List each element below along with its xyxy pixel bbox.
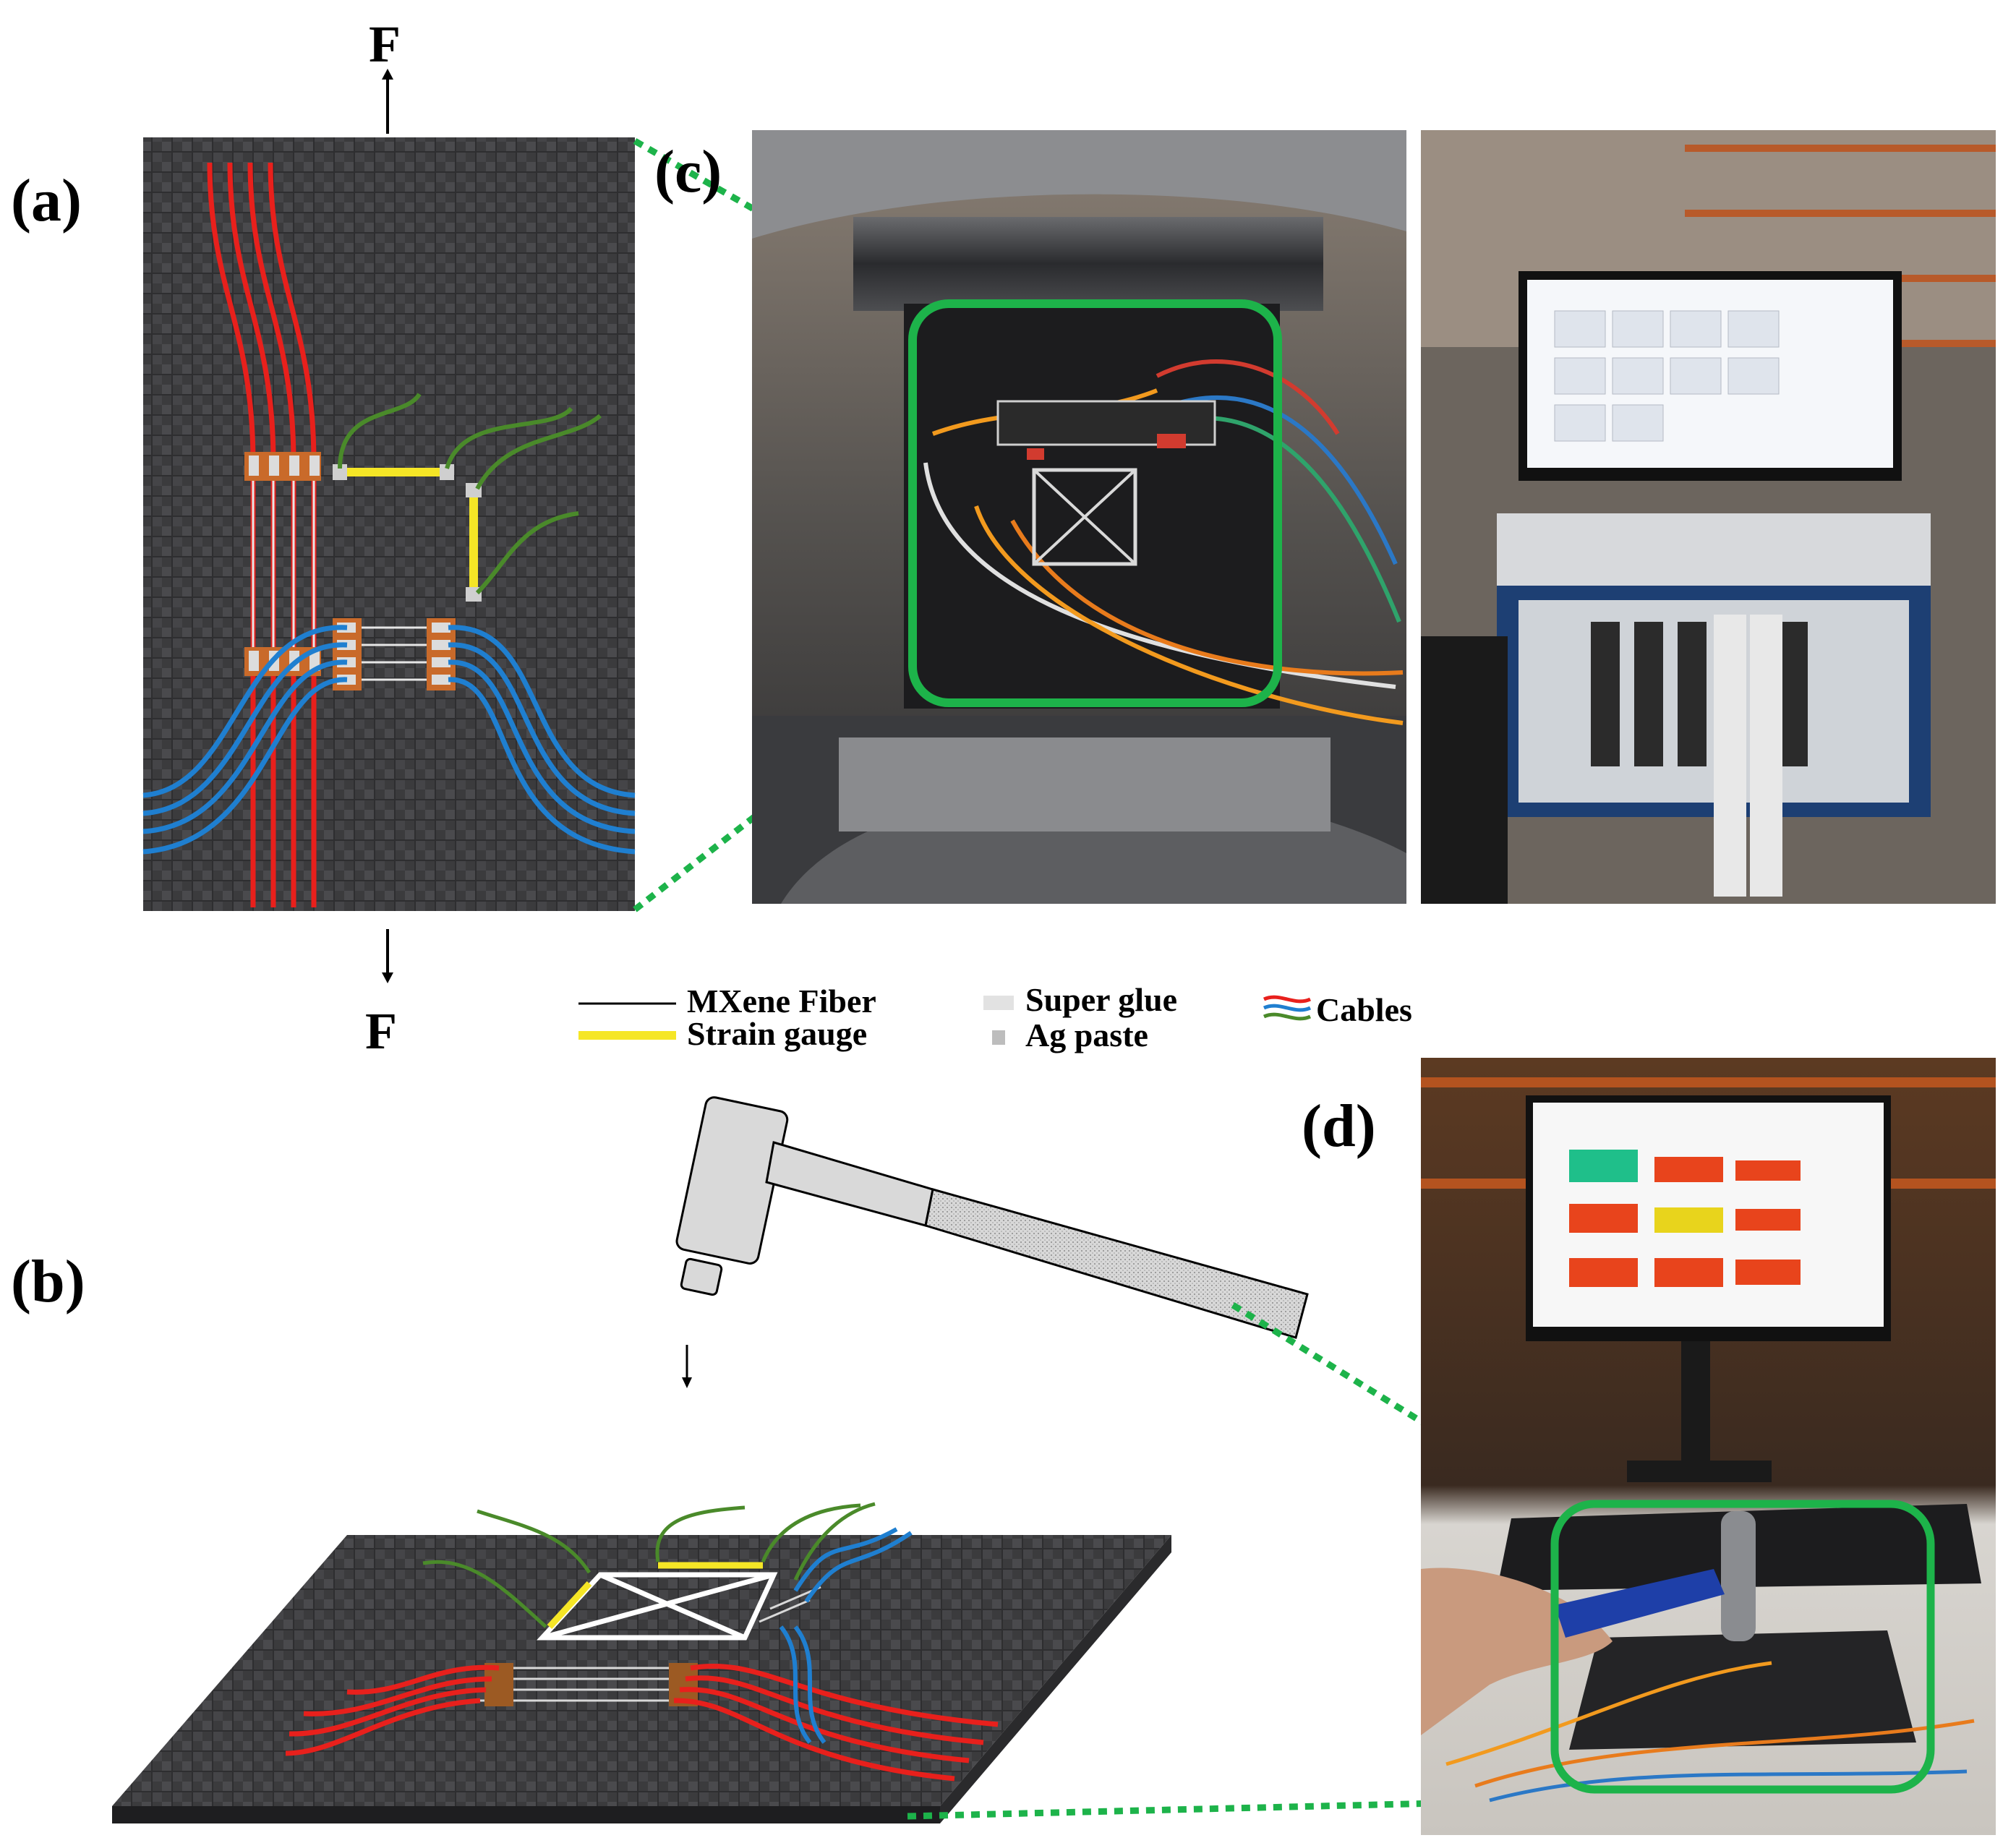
panel-a: (a) F bbox=[11, 15, 636, 1060]
electrodes-horizontal bbox=[333, 618, 456, 690]
legend: MXene Fiber Strain gauge Super glue Ag p… bbox=[578, 981, 1412, 1053]
carbon-plate-side bbox=[940, 1535, 1171, 1823]
panel-a-label: (a) bbox=[11, 167, 82, 234]
legend-strain-gauge-label: Strain gauge bbox=[687, 1015, 867, 1052]
mxene-fibers-vertical bbox=[252, 463, 315, 662]
carbon-plate-edge bbox=[112, 1806, 940, 1823]
legend-cables-label: Cables bbox=[1316, 991, 1412, 1028]
legend-super-glue-swatch bbox=[983, 996, 1014, 1010]
legend-ag-paste-swatch bbox=[992, 1030, 1005, 1045]
legend-ag-paste-label: Ag paste bbox=[1025, 1017, 1148, 1053]
tensile-test-photo bbox=[752, 130, 1406, 904]
mxene-fibers-horizontal bbox=[347, 626, 441, 681]
plate-blue-cables bbox=[779, 1527, 913, 1744]
signal-plots bbox=[1569, 1150, 1801, 1287]
blue-cables bbox=[142, 625, 636, 855]
force-label-bottom: F bbox=[365, 1002, 397, 1060]
panel-b-label: (b) bbox=[11, 1248, 85, 1315]
zoom-connector-b-d bbox=[907, 1302, 1557, 1820]
green-leads bbox=[338, 393, 602, 595]
highlight-box-c bbox=[908, 299, 1282, 707]
hammer-direction-arrowhead bbox=[682, 1377, 692, 1388]
highlight-box-d bbox=[1550, 1500, 1935, 1794]
panel-c: (c) bbox=[654, 130, 1996, 904]
panel-d-label: (d) bbox=[1302, 1092, 1376, 1160]
red-cables bbox=[207, 162, 317, 907]
impact-hammer bbox=[675, 1096, 1309, 1339]
legend-cables-swatch bbox=[1263, 995, 1312, 1021]
legend-mxene-label: MXene Fiber bbox=[687, 983, 876, 1019]
force-arrowhead-bottom bbox=[382, 972, 393, 983]
carbon-plate-top bbox=[112, 1535, 1171, 1806]
daq-setup-photo bbox=[1421, 130, 1996, 904]
plate-green-leads bbox=[422, 1502, 876, 1628]
panel-c-label: (c) bbox=[654, 138, 722, 205]
legend-super-glue-label: Super glue bbox=[1025, 981, 1177, 1018]
carbon-fiber-specimen bbox=[143, 137, 635, 911]
plate-strain-gauges bbox=[547, 1562, 763, 1630]
force-arrowhead-top bbox=[382, 69, 393, 80]
force-label-top: F bbox=[369, 15, 401, 73]
panel-b: (b) bbox=[11, 1096, 1309, 1823]
strain-gauges bbox=[333, 464, 482, 602]
panel-d: (d) bbox=[1302, 1058, 1996, 1835]
hammer-test-photo bbox=[1421, 1058, 1996, 1835]
